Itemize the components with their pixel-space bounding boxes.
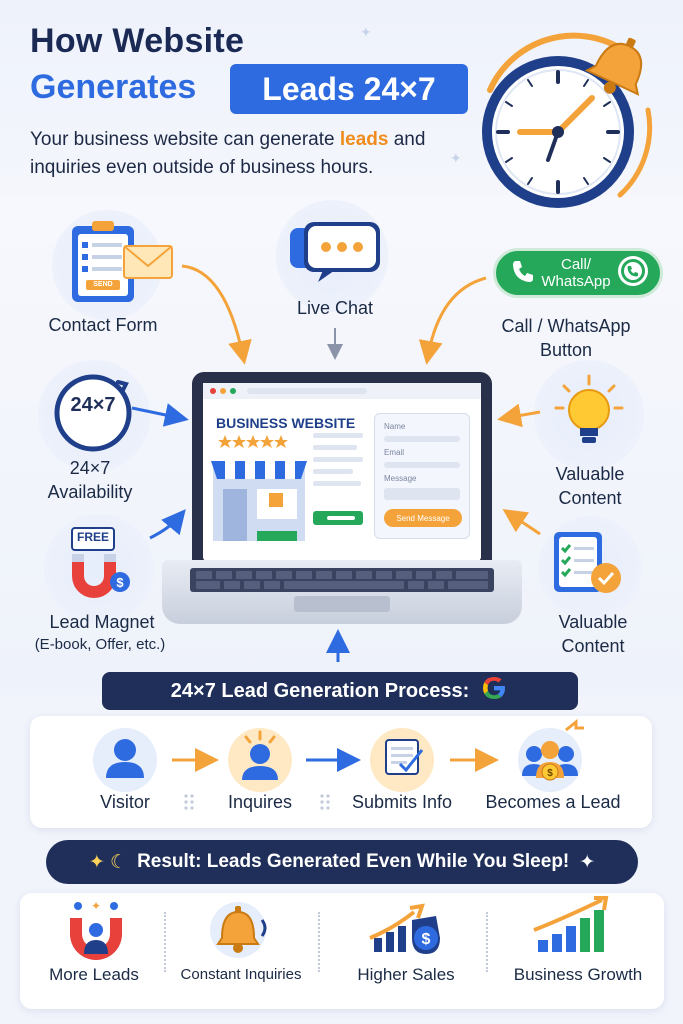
sales-money-icon: $: [369, 903, 440, 954]
process-title-bar: 24×7 Lead Generation Process:: [102, 672, 578, 710]
send-message-button: Send Message: [384, 509, 462, 527]
magnet-people-icon: ✦: [70, 899, 122, 960]
title-badge: Leads 24×7: [230, 64, 468, 114]
checklist-icon: [554, 532, 621, 593]
lead-magnet-label: Lead Magnet: [49, 612, 155, 632]
process-step-visitor: Visitor: [100, 792, 150, 812]
magnet-icon: $: [71, 527, 130, 598]
website-mockup: [203, 383, 481, 541]
svg-text:✦: ✦: [91, 899, 101, 913]
svg-text:$: $: [547, 768, 553, 779]
subtitle-highlight: leads: [339, 129, 389, 150]
page-subtitle: Your business website can generate leads…: [30, 126, 470, 182]
contact-form-send-label: SEND: [93, 281, 113, 288]
chat-bubble-icon: [290, 222, 380, 282]
website-title: BUSINESS WEBSITE: [216, 415, 356, 431]
subtitle-text-after: and inquiries even outside of business h…: [30, 129, 426, 178]
call-whatsapp-pill-text: Call/ WhatsApp: [541, 256, 611, 290]
call-whatsapp-label: Call / WhatsApp Button: [501, 316, 631, 360]
form-message-label: Message: [384, 474, 417, 483]
lead-magnet-badge: FREE: [76, 530, 109, 544]
result-higher-sales: Higher Sales: [357, 965, 455, 984]
lead-magnet-sublabel: (E-book, Offer, etc.): [34, 636, 166, 653]
connector-arrows: [131, 264, 541, 662]
form-email-field: [384, 462, 460, 468]
availability-badge: 24×7: [70, 394, 116, 416]
valuable-content-1-label: Valuable Content: [555, 464, 625, 508]
svg-text:$: $: [116, 575, 124, 590]
sparkle-icon: ✦: [450, 150, 462, 166]
form-name-label: Name: [384, 422, 406, 431]
call-whatsapp-pill: Call/ WhatsApp: [493, 248, 663, 298]
sparkle-icon: ✦: [579, 851, 596, 873]
keyboard: [190, 568, 494, 612]
divider: [164, 912, 166, 972]
result-title: Result: Leads Generated Even While You S…: [137, 851, 570, 872]
subtitle-text-before: Your business website can generate: [30, 129, 340, 150]
process-step-becomes-lead: Becomes a Lead: [485, 792, 621, 812]
google-g-icon: [479, 673, 509, 709]
clipboard-icon: [72, 221, 173, 302]
result-business-growth: Business Growth: [513, 965, 643, 984]
process-title: 24×7 Lead Generation Process:: [170, 679, 470, 702]
form-message-field: [384, 488, 460, 500]
sparkle-icon: ✦: [360, 24, 372, 40]
svg-text:$: $: [422, 931, 431, 948]
clock-bell-icon: [482, 32, 653, 208]
whatsapp-icon: [616, 254, 650, 292]
contact-form-label: Contact Form: [48, 315, 158, 335]
availability-label: 24×7 Availability: [47, 458, 133, 502]
process-step-submits-info: Submits Info: [351, 792, 453, 812]
moon-icon: ✦ ☾: [88, 851, 128, 873]
result-title-bar: ✦ ☾ Result: Leads Generated Even While Y…: [46, 840, 638, 884]
result-more-leads: More Leads: [49, 965, 139, 984]
page-title-line1: How Website: [30, 22, 245, 60]
divider: [486, 912, 488, 972]
growth-chart-icon: [533, 896, 609, 952]
phone-icon: [510, 258, 536, 288]
page-title-line2: Generates: [30, 68, 197, 106]
bell-icon: [210, 902, 267, 958]
valuable-content-2-label: Valuable Content: [558, 612, 628, 656]
lightbulb-icon: [554, 374, 624, 443]
live-chat-label: Live Chat: [296, 298, 374, 318]
form-name-field: [384, 436, 460, 442]
form-email-label: Email: [384, 448, 405, 457]
clock-cycle-icon: [54, 374, 132, 452]
result-constant-inquiries: Constant Inquiries: [180, 966, 302, 983]
process-flow: $: [93, 718, 584, 810]
divider: [318, 912, 320, 972]
process-step-inquires: Inquires: [227, 792, 293, 812]
